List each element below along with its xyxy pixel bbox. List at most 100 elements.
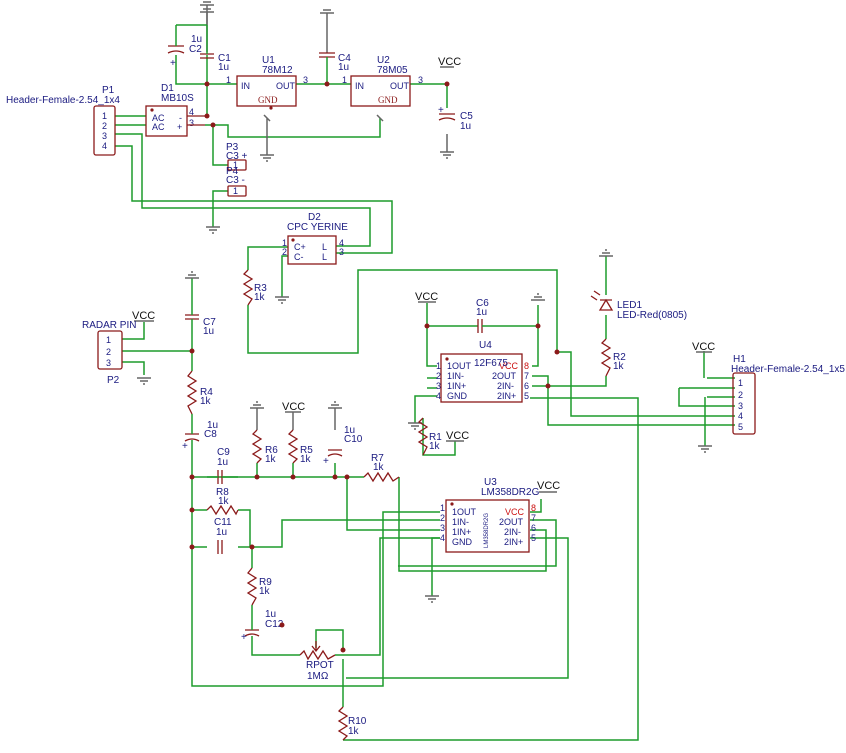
p3-ref-label: P3 [226,142,239,153]
u4-ref-label: U4 [479,340,492,351]
d1-pin_ac1-label: AC [152,113,165,123]
u3-rnum-3-label: 5 [531,533,536,543]
p2-value-label: RADAR PIN [82,320,136,331]
connector-p4: 1 P4 C3 - [226,166,247,197]
u1-in-label: IN [241,81,250,91]
ground-icon [185,271,199,279]
capacitor-c9: C9 1u [207,447,238,484]
resistor-r6: R6 1k [251,429,278,465]
p1-pins-3-label: 4 [102,141,107,151]
svg-text:+: + [323,456,329,467]
u3-lnum-1-label: 2 [440,513,445,523]
r4-ref-label: R4 [200,387,213,398]
r8-ref-label: R8 [216,487,229,498]
u4-lnum-3-label: 4 [436,391,441,401]
potentiometer-rpot: RPOT 1MΩ [299,641,336,682]
svg-text:+: + [438,105,444,116]
p1-pins-0-label: 1 [102,111,107,121]
p2-pins-0-label: 1 [106,335,111,345]
rpot-value-label: 1MΩ [307,671,329,682]
r6-ref-label: R6 [265,445,278,456]
r8-value-label: 1k [218,496,230,507]
u2-gnd-label: GND [378,95,398,105]
p2-pins-1-label: 2 [106,347,111,357]
d2-p3-label: L [322,242,327,252]
c7-ref-label: C7 [203,317,216,328]
d2-n1-label: 1 [282,238,287,248]
r5-value-label: 1k [300,454,312,465]
d1-n4-label: 4 [189,107,194,117]
ic-u4: 1OUT 1IN- 1IN+ GND VCC 2OUT 2IN- 2IN+ 1 … [436,340,529,403]
u4-right-1-label: 2OUT [492,371,517,381]
regulator-u2: IN OUT GND 1 3 U2 78M05 [342,55,423,107]
u3-right-1-label: 2OUT [499,517,524,527]
c11-value-label: 1u [216,527,227,538]
vcc-labels: VCC VCC VCC VCC VCC VCC VCC [132,56,715,493]
ground-icon [698,445,712,453]
p2-pins-2-label: 3 [106,358,111,368]
vcc-label: VCC [282,401,305,413]
r5-ref-label: R5 [300,445,313,456]
d1-pin_ac2-label: AC [152,122,165,132]
u1-out-label: OUT [276,81,296,91]
r2-ref-label: R2 [613,352,626,363]
r9-ref-label: R9 [259,577,272,588]
c4-value-label: 1u [338,62,349,73]
p1-pins-1-label: 2 [102,121,107,131]
led-led1: LED1 LED-Red(0805) [590,290,687,321]
vcc-label: VCC [692,341,715,353]
ground-icon [250,401,264,430]
u3-rnum-1-label: 7 [531,513,536,523]
capacitor-c2: + 1u C2 [167,34,202,69]
ground-icon [408,422,422,430]
capacitor-c11: C11 1u [214,517,232,554]
u3-lnum-3-label: 4 [440,533,445,543]
capacitor-c10: + 1u C10 [323,425,363,467]
d1-ref-label: D1 [161,83,174,94]
u4-left-0-label: 1OUT [447,361,472,371]
d2-n4-label: 4 [339,238,344,248]
u4-rnum-0-label: 8 [524,361,529,371]
u3-lnum-2-label: 3 [440,523,445,533]
header-h1: 1 2 3 4 5 H1 Header-Female-2.54_1x5 [731,354,845,435]
c1-ref-label: C1 [218,53,231,64]
r2-value-label: 1k [613,361,625,372]
u3-lnum-0-label: 1 [440,503,445,513]
rpot-ref-label: RPOT [306,660,334,671]
h1-pins-2-label: 3 [738,401,743,411]
bridge-rectifier-d1: AC AC - + 4 3 D1 MB10S [145,83,205,137]
c9-ref-label: C9 [217,447,230,458]
led1-ref-label: LED1 [617,300,642,311]
r7-ref-label: R7 [371,453,384,464]
ground-icon [137,377,151,385]
resistor-r4: R4 1k [186,370,213,415]
c2-ref-label: C2 [189,44,202,55]
connector-p3: 1 P3 C3 + [226,142,248,171]
u2-in-label: IN [355,81,364,91]
u3-rnum-0-label: 8 [531,503,536,513]
resistor-r2: R2 1k [600,338,626,377]
junction-dots [189,81,560,653]
resistor-r3: R3 1k [242,269,267,306]
capacitor-c12: + 1u C12 [241,609,284,643]
r1-value-label: 1k [429,441,441,452]
resistor-r5: R5 1k [287,429,313,465]
d2-p4-label: L [322,252,327,262]
d2-p2-label: C- [294,252,304,262]
d1-pin_plus-label: + [177,122,182,132]
vcc-label: VCC [537,480,560,492]
p3-pin-label: 1 [233,160,238,170]
ground-icon [376,114,384,122]
h1-pins-1-label: 2 [738,390,743,400]
u4-left-3-label: GND [447,391,468,401]
r10-ref-label: R10 [348,716,367,727]
d2-n3-label: 3 [339,247,344,257]
u3-left-2-label: 1IN+ [452,527,471,537]
r7-value-label: 1k [373,462,385,473]
c10-value-label: 1u [344,425,355,436]
u3-left-1-label: 1IN- [452,517,469,527]
u4-lnum-1-label: 2 [436,371,441,381]
ground-icon [328,401,342,430]
u1-n1-label: 1 [226,75,231,85]
